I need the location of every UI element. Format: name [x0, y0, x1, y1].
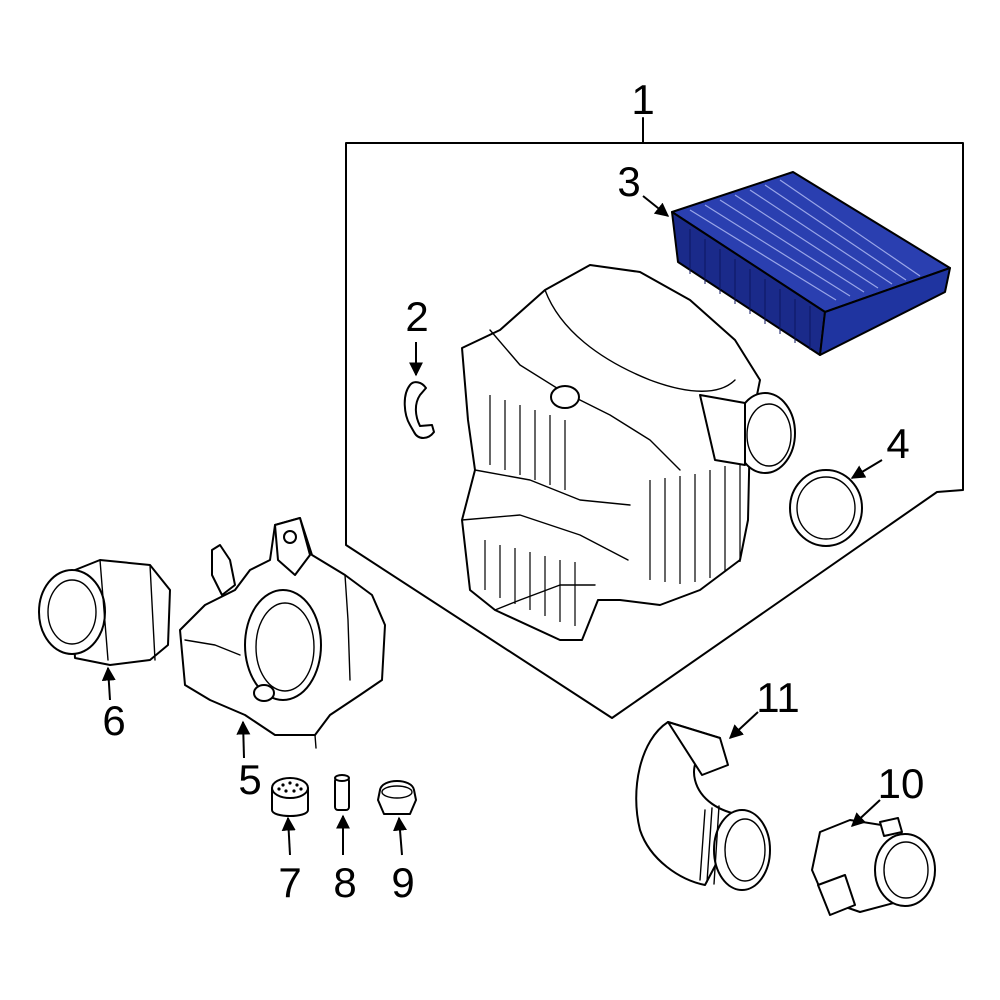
callout-9: 9: [391, 859, 414, 906]
callout-labels: 1 2 3 4 5 6 7 8 9 10 11: [102, 76, 924, 906]
lower-housing[interactable]: [179, 517, 386, 749]
callout-3: 3: [617, 158, 640, 205]
leader-lines: [101, 195, 883, 856]
grommet[interactable]: [271, 777, 309, 817]
leader-4: [850, 459, 883, 479]
clip[interactable]: [403, 381, 435, 439]
assembly-boundary: [345, 117, 964, 719]
callout-5: 5: [238, 756, 261, 803]
cap[interactable]: [377, 780, 417, 815]
leader-7: [281, 816, 296, 856]
callout-8: 8: [333, 859, 356, 906]
air-filter-element[interactable]: [671, 171, 951, 356]
callout-6: 6: [102, 697, 125, 744]
pin[interactable]: [334, 774, 350, 811]
callout-10: 10: [878, 760, 925, 807]
leader-9: [393, 816, 407, 856]
inlet-duct[interactable]: [38, 559, 171, 666]
leader-5: [236, 720, 251, 759]
leader-3: [642, 195, 670, 217]
callout-11: 11: [756, 674, 800, 721]
air-cleaner-housing[interactable]: [461, 264, 796, 641]
callout-2: 2: [405, 293, 428, 340]
callout-4: 4: [886, 420, 909, 467]
callout-7: 7: [278, 859, 301, 906]
leader-6: [101, 666, 116, 701]
seal-ring[interactable]: [789, 469, 863, 547]
leader-11: [728, 711, 759, 739]
mass-air-flow-sensor[interactable]: [811, 817, 936, 916]
leader-10: [850, 799, 881, 827]
callout-1: 1: [631, 76, 654, 123]
outlet-hose[interactable]: [635, 721, 771, 891]
